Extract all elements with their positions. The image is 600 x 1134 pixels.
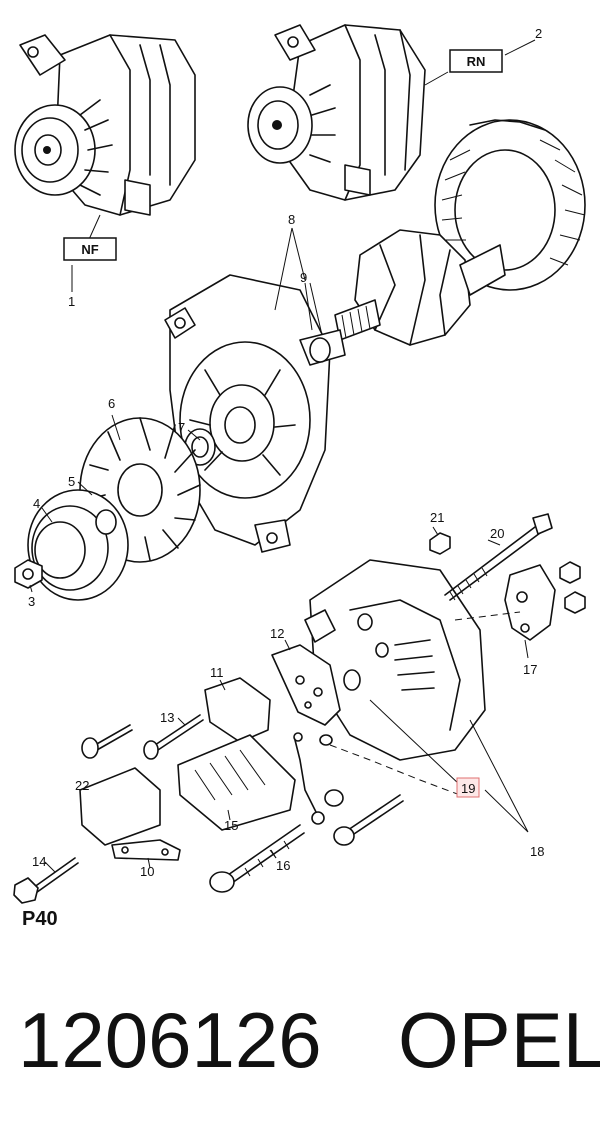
label-13: 13 bbox=[160, 710, 174, 725]
label-20: 20 bbox=[490, 526, 504, 541]
label-8: 8 bbox=[288, 212, 295, 227]
label-7: 7 bbox=[178, 420, 185, 435]
label-11: 11 bbox=[210, 665, 224, 680]
pulley-drawing bbox=[14, 489, 129, 601]
bracket-10-drawing bbox=[111, 839, 181, 861]
label-16: 16 bbox=[276, 858, 290, 873]
stator-drawing bbox=[434, 119, 586, 291]
label-10: 10 bbox=[140, 864, 154, 879]
rn-box bbox=[449, 49, 503, 73]
nut-21-drawing bbox=[429, 532, 451, 555]
bolt-14-drawing bbox=[13, 857, 79, 904]
page-code: P40 bbox=[22, 908, 58, 930]
rn-box-label: RN bbox=[467, 54, 486, 69]
footer: 1206126 OPEL bbox=[0, 990, 600, 1090]
label-9: 9 bbox=[300, 270, 307, 285]
nf-box-label: NF bbox=[81, 242, 98, 257]
bracket-17-drawing bbox=[504, 561, 586, 641]
alternator-rn-drawing bbox=[247, 24, 426, 201]
label-19-highlight bbox=[456, 777, 480, 798]
brand-name: OPEL bbox=[398, 996, 600, 1084]
exploded-parts-diagram: NF RN 1 2 3 4 5 6 7 8 9 10 11 12 13 14 1… bbox=[13, 24, 586, 904]
rotor-drawing bbox=[334, 229, 506, 346]
bracket-12-drawing bbox=[271, 644, 341, 726]
label-12: 12 bbox=[270, 626, 284, 641]
bolt-short-drawing bbox=[333, 794, 404, 846]
slip-ring-housing-drawing bbox=[304, 559, 486, 761]
bolt-long-left-drawing bbox=[81, 724, 133, 759]
assembly-line-2 bbox=[454, 611, 521, 621]
label-4: 4 bbox=[33, 496, 40, 511]
label-15: 15 bbox=[224, 818, 238, 833]
label-17: 17 bbox=[523, 662, 537, 677]
label-22: 22 bbox=[75, 778, 89, 793]
rectifier-15-drawing bbox=[177, 734, 296, 831]
label-2: 2 bbox=[535, 26, 542, 41]
terminal-strip-drawing bbox=[293, 732, 344, 825]
label-21: 21 bbox=[430, 510, 444, 525]
screw-13-drawing bbox=[143, 714, 204, 760]
drive-end-housing-drawing bbox=[164, 274, 346, 553]
regulator-11-drawing bbox=[204, 677, 271, 743]
bolt-20-drawing bbox=[444, 513, 553, 601]
label-1: 1 bbox=[68, 294, 75, 309]
label-18: 18 bbox=[530, 844, 544, 859]
label-19: 19 bbox=[461, 781, 475, 796]
label-5: 5 bbox=[68, 474, 75, 489]
label-14: 14 bbox=[32, 854, 46, 869]
nf-box bbox=[63, 237, 117, 261]
label-6: 6 bbox=[108, 396, 115, 411]
label-3: 3 bbox=[28, 594, 35, 609]
holder-22-drawing bbox=[79, 767, 161, 846]
bolt-16-drawing bbox=[209, 824, 305, 893]
alternator-nf-drawing bbox=[14, 34, 196, 216]
part-number: 1206126 bbox=[18, 996, 322, 1084]
